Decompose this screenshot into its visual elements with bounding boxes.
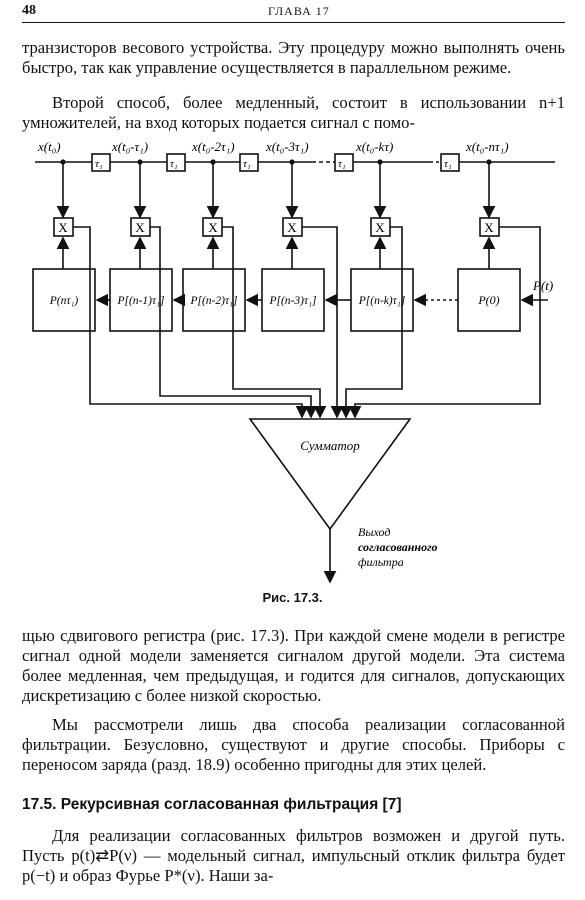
page-header: 48 ГЛАВА 17 (22, 0, 565, 23)
register-label-0: P(nτ₁) (49, 295, 79, 307)
figure-17-3: x(t₀) x(t₀-τ₁) x(t₀-2τ₁) x(t₀-3τ₁) x(t₀-… (0, 132, 585, 592)
figure-caption: Рис. 17.3. (262, 590, 323, 605)
output-label-line-3: фильтра (358, 555, 404, 569)
multiplier-label-3: X (287, 220, 297, 235)
tap-label-5: x(t₀-nτ₁) (465, 139, 509, 154)
input-label: P(t) (532, 278, 553, 293)
figure-diagram: x(t₀) x(t₀-τ₁) x(t₀-2τ₁) x(t₀-3τ₁) x(t₀-… (32, 139, 555, 584)
delay-label-3: τ₁ (243, 158, 251, 170)
delay-label-2: τ₁ (170, 158, 178, 170)
paragraph-4: Для реализации согласованных фильтров во… (22, 826, 565, 885)
output-label-line-1: Выход (358, 525, 390, 539)
chapter-title: ГЛАВА 17 (268, 4, 330, 18)
summator-label: Сумматор (300, 438, 360, 453)
output-label-line-2: согласованного (358, 540, 438, 554)
register-label-4: P[(n-k)τ₁] (358, 295, 405, 307)
multiplier-label-2: X (208, 220, 218, 235)
register-label-2: P[(n-2)τ₁] (189, 295, 237, 307)
delay-label-5: τ₁ (444, 158, 452, 170)
tap-label-3: x(t₀-3τ₁) (265, 139, 309, 154)
delay-label-4: τ₁ (338, 158, 346, 170)
tap-label-4: x(t₀-kτ) (355, 139, 393, 154)
multiplier-label-4: X (375, 220, 385, 235)
paragraph-2-bottom: щью сдвигового регистра (рис. 17.3). При… (22, 626, 565, 705)
section-heading: 17.5. Рекурсивная согласованная фильтрац… (22, 796, 402, 813)
paragraph-3: Мы рассмотрели лишь два способа реализац… (22, 715, 565, 774)
page-number: 48 (22, 3, 36, 18)
paragraph-1: транзисторов весового устройства. Эту пр… (22, 38, 565, 77)
register-label-1: P[(n-1)τ₁] (116, 295, 164, 307)
paragraph-2-top: Второй способ, более медленный, состоит … (22, 93, 565, 132)
tap-label-2: x(t₀-2τ₁) (191, 139, 235, 154)
register-label-3: P[(n-3)τ₁] (268, 295, 316, 307)
multiplier-label-0: X (58, 220, 68, 235)
multiplier-label-5: X (484, 220, 494, 235)
multiplier-label-1: X (135, 220, 145, 235)
register-label-5: P(0) (477, 293, 499, 307)
tap-label-1: x(t₀-τ₁) (111, 139, 148, 154)
tap-label-0: x(t₀) (37, 139, 61, 154)
delay-label-1: τ₁ (95, 158, 103, 170)
